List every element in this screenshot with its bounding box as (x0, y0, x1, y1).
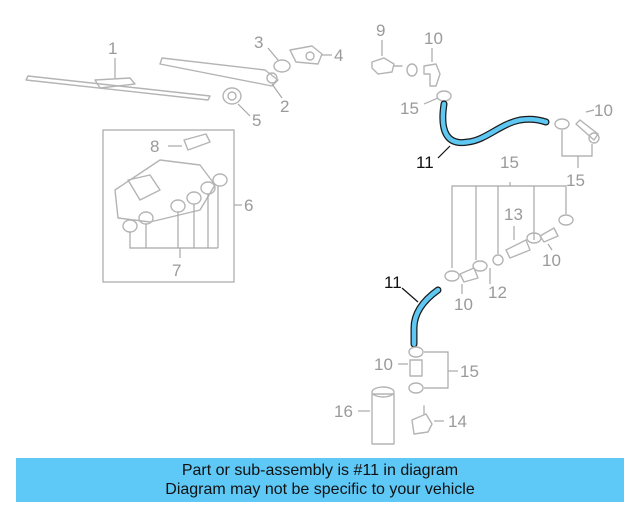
callout-13: 13 (504, 205, 523, 224)
callout-1: 1 (108, 39, 117, 58)
hose-joint-middle-part (444, 182, 574, 294)
callout-7: 7 (172, 261, 181, 280)
hose-connector-top-part (406, 48, 441, 87)
callout-10-middle-left: 10 (454, 295, 473, 314)
callout-2: 2 (280, 97, 289, 116)
callout-6: 6 (244, 196, 253, 215)
callout-11-lower: 11 (384, 273, 402, 292)
callout-3: 3 (254, 33, 263, 52)
hose-connector-right-part (554, 109, 600, 168)
clamp-top-part (423, 90, 452, 105)
callout-10-top: 10 (424, 29, 443, 48)
callout-15-top: 15 (400, 99, 419, 118)
washer-pump-part (411, 405, 444, 435)
callout-15-right: 15 (566, 171, 585, 190)
motor-assembly-part (102, 129, 242, 283)
callout-15-middle: 15 (500, 153, 519, 172)
callout-5: 5 (252, 111, 261, 130)
nut-part (267, 47, 291, 73)
callout-10-middle-right: 10 (542, 251, 561, 270)
washer-hose-top-highlighted (437, 100, 550, 159)
grommet-part (222, 87, 251, 117)
hose-connector-lower-part (398, 346, 458, 394)
callout-12: 12 (488, 283, 507, 302)
banner-line-2: Diagram may not be specific to your vehi… (165, 481, 475, 498)
callout-8: 8 (150, 137, 159, 156)
banner-line-1: Part or sub-assembly is #11 in diagram (181, 462, 459, 479)
wiper-arm-part (159, 57, 283, 99)
callout-11-top: 11 (416, 153, 434, 172)
nozzle-part (371, 40, 403, 75)
cap-part (289, 45, 332, 65)
callout-15-lower: 15 (460, 362, 479, 381)
callout-14: 14 (448, 412, 467, 431)
callout-9: 9 (376, 21, 385, 40)
callout-10-lower: 10 (374, 355, 393, 374)
washer-hose-lower-highlighted (401, 286, 442, 348)
callout-16: 16 (334, 402, 353, 421)
wiper-blade-part (25, 58, 211, 101)
callout-4: 4 (334, 46, 343, 65)
callout-10-right: 10 (594, 101, 613, 120)
washer-reservoir-part (358, 386, 395, 445)
info-banner: Part or sub-assembly is #11 in diagram D… (16, 458, 624, 502)
